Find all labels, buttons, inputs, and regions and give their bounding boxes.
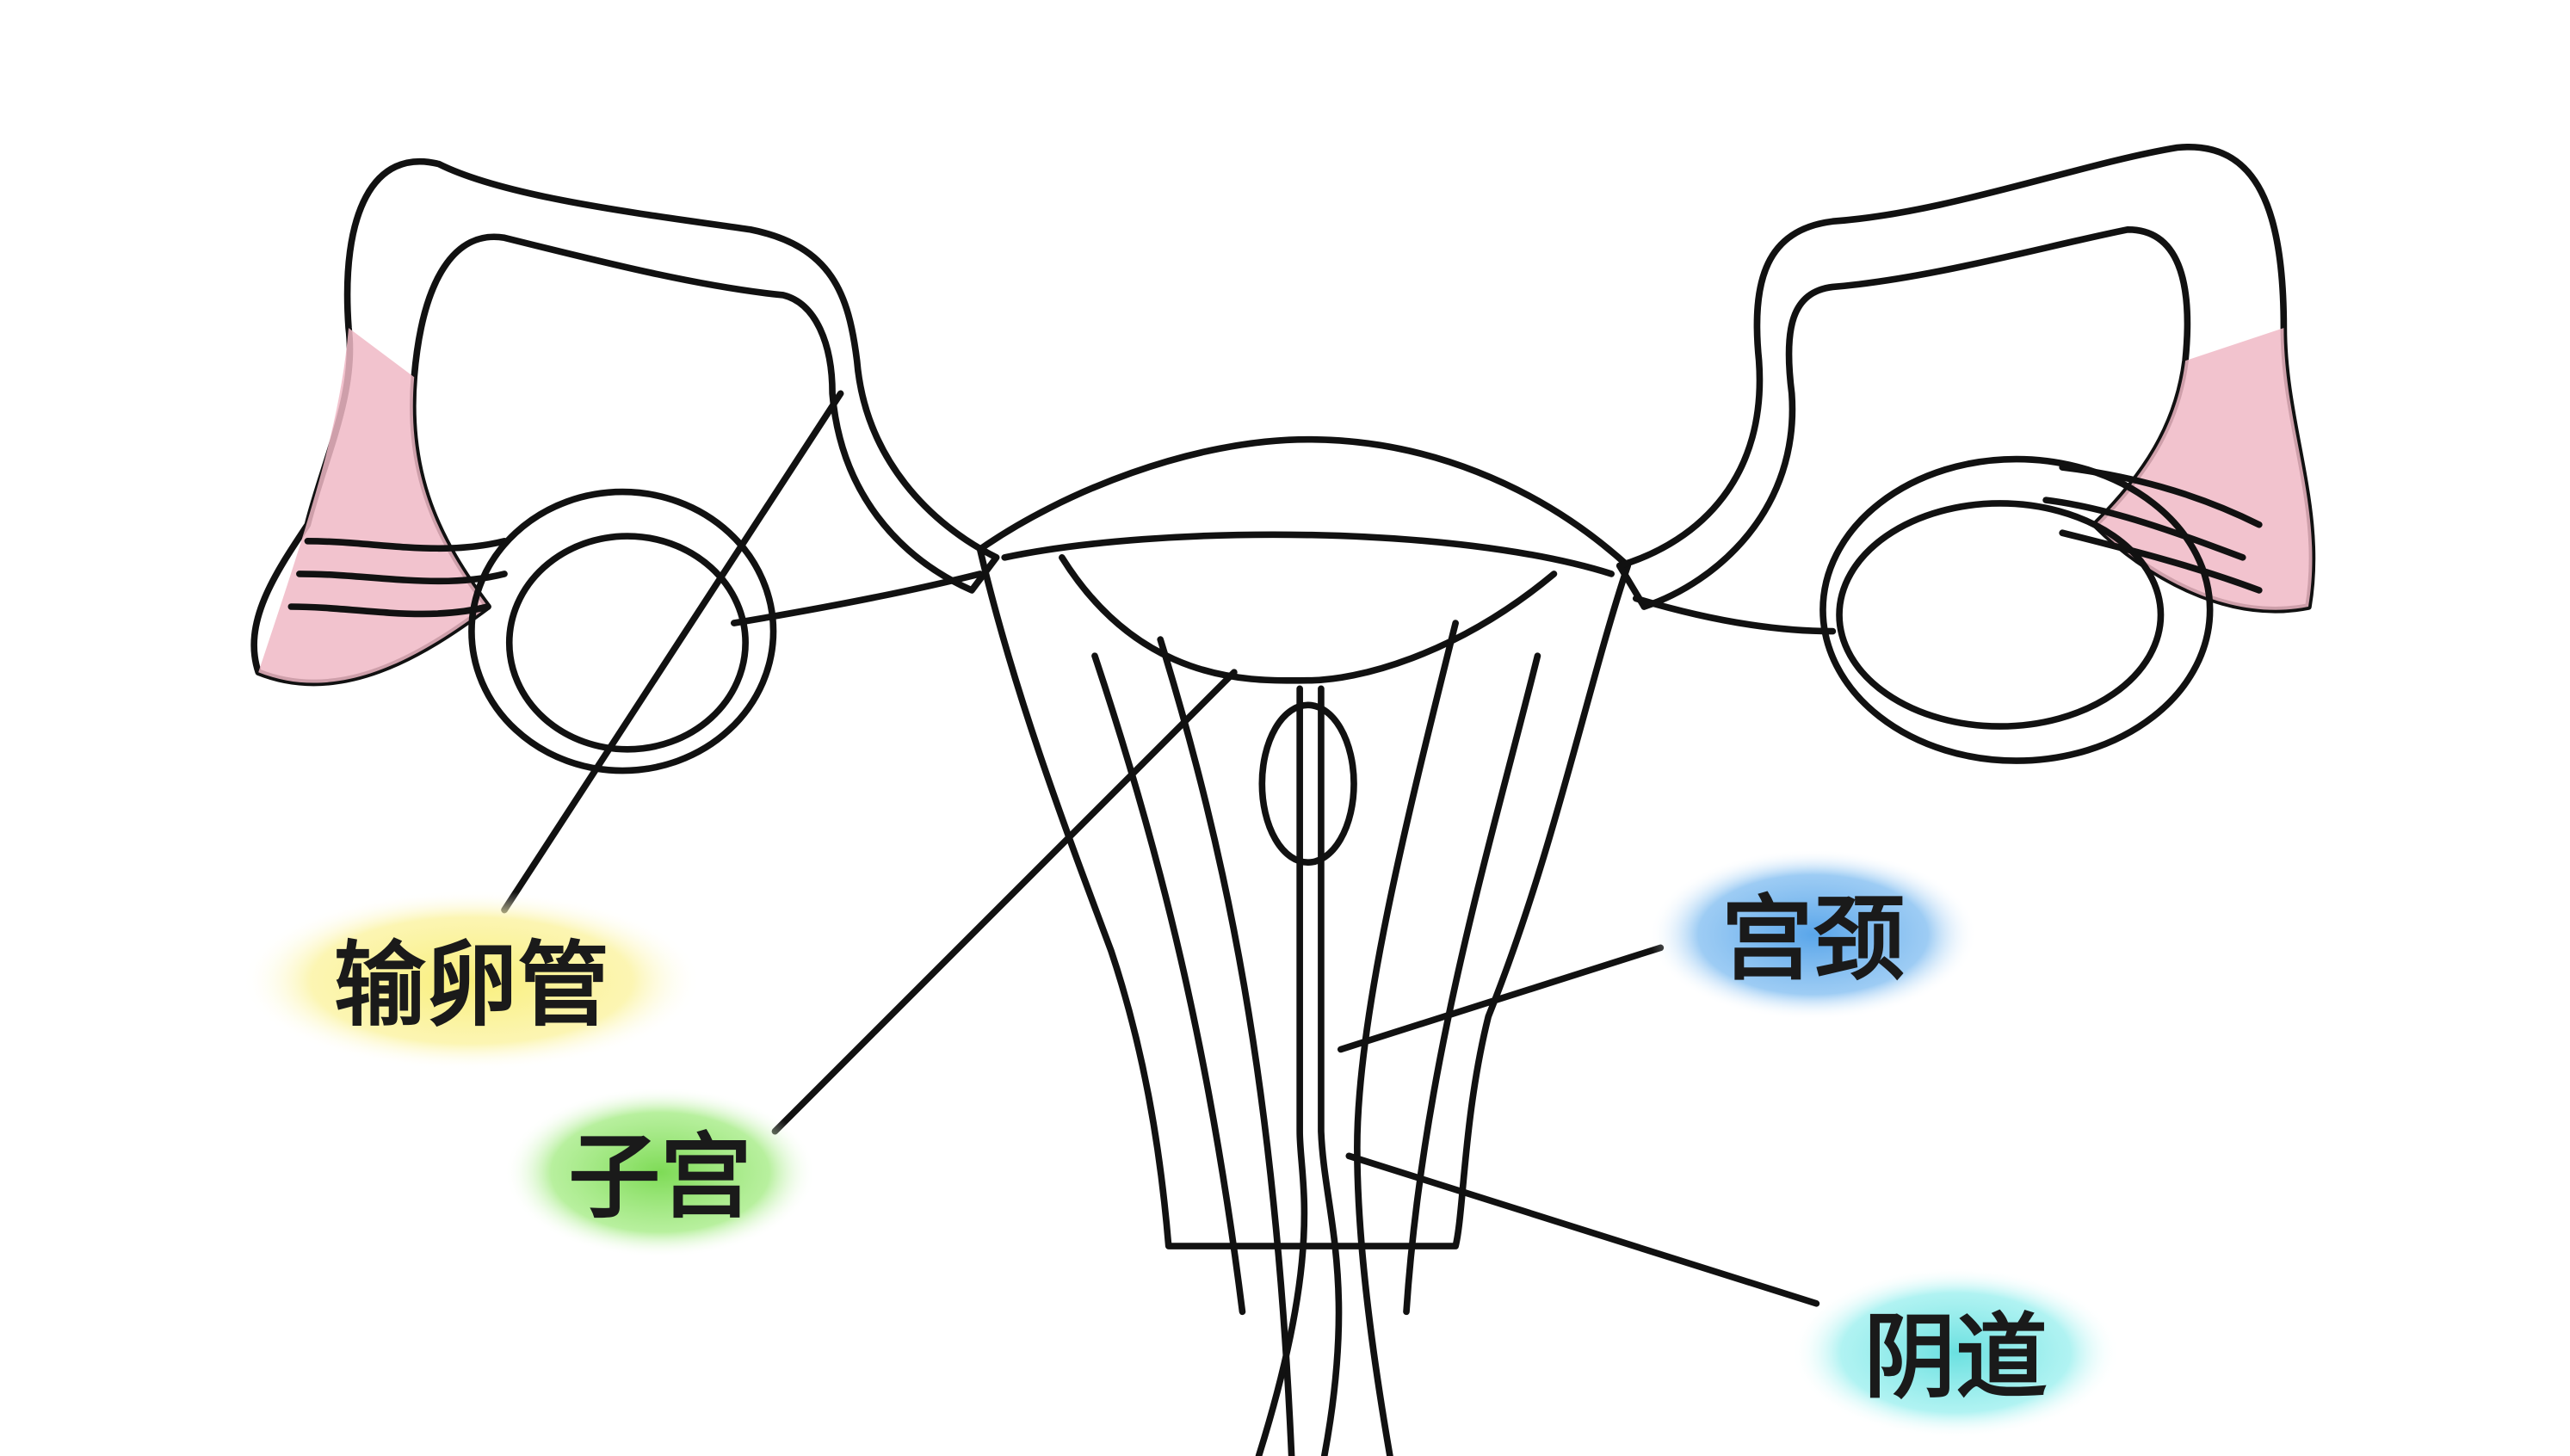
vagina-leader-line [1345,1152,1820,1307]
label-fallopian-tube: 输卵管 [242,890,701,1071]
left-ovary [468,488,984,774]
label-cervix: 宫颈 [1649,849,1978,1021]
cervix-leader-line [1337,944,1665,1053]
left-fallopian-tube [250,157,1000,687]
uterus-shape [976,435,1632,1456]
vagina-label: 阴道 [1864,1305,2048,1411]
right-ovary [1632,455,2214,764]
fallopian-tube-leader-line [501,390,844,914]
label-uterus: 子宫 [504,1087,817,1258]
cervix-label: 宫颈 [1721,886,1905,993]
fallopian-tube-label: 输卵管 [334,932,609,1039]
right-fallopian-tube [1616,143,2316,614]
uterus-label: 子宫 [568,1124,751,1231]
label-vagina: 阴道 [1791,1267,2120,1439]
uterus-leader-line [771,669,1238,1135]
